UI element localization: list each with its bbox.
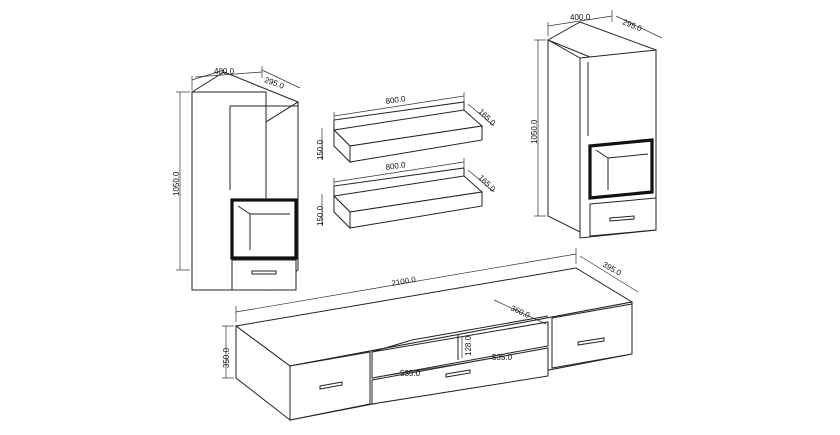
shelf-top-height-label: 150.0 bbox=[316, 139, 325, 160]
left-depth-line bbox=[261, 69, 301, 89]
tv-unit bbox=[234, 267, 634, 422]
tv-right-drawer-handle bbox=[577, 337, 605, 346]
left-height-label: 1050.0 bbox=[172, 171, 181, 196]
shelf-bottom-back bbox=[333, 167, 465, 196]
tv-depth-line bbox=[579, 255, 639, 293]
right-width-line bbox=[547, 15, 613, 27]
left-cabinet-drawer bbox=[231, 259, 297, 291]
tv-depth-label: 395.0 bbox=[601, 260, 623, 278]
shelf-bottom bbox=[332, 167, 484, 230]
shelf-top bbox=[332, 101, 484, 164]
left-width-line bbox=[194, 71, 263, 78]
right-depth-label: 295.0 bbox=[621, 18, 643, 34]
left-drawer-handle bbox=[251, 270, 277, 275]
tv-drawer-right-line bbox=[457, 347, 549, 365]
tv-inner-height-label: 128.0 bbox=[464, 335, 473, 356]
shelf-top-front bbox=[349, 125, 483, 163]
tv-width-label: 2100.0 bbox=[391, 275, 417, 288]
shelf-top-width-line bbox=[333, 95, 465, 117]
shelf-top-back bbox=[333, 101, 465, 130]
right-cabinet bbox=[546, 21, 658, 239]
tv-unit-right-drawer bbox=[551, 303, 633, 369]
tv-unit-left-drawer bbox=[289, 351, 371, 421]
tv-drawer-left-label: 535.0 bbox=[400, 369, 421, 378]
right-cabinet-side bbox=[547, 39, 581, 233]
shelf-bottom-width-line bbox=[333, 161, 465, 183]
shelf-bottom-width-label: 800.0 bbox=[385, 160, 407, 172]
right-drawer-handle bbox=[609, 215, 635, 222]
shelf-bottom-depth-line bbox=[467, 169, 495, 193]
tv-unit-open-shelf bbox=[371, 321, 549, 379]
tv-open-shelf-back bbox=[371, 315, 549, 353]
tv-drawer-right-label: 535.0 bbox=[492, 353, 513, 362]
tv-left-drawer-handle bbox=[319, 381, 343, 390]
tv-drawer-left-line bbox=[371, 363, 459, 379]
tv-inner-depth-line bbox=[493, 299, 547, 325]
left-depth-label: 295.0 bbox=[263, 75, 285, 90]
right-depth-line bbox=[615, 15, 663, 39]
tv-center-drawer-handle bbox=[445, 369, 471, 378]
left-width-label: 400.0 bbox=[214, 67, 235, 76]
tv-unit-dims: 2100.0 395.0 350.0 360.0 128.0 535.0 535… bbox=[222, 248, 639, 379]
tv-height-label: 350.0 bbox=[222, 347, 231, 368]
shelf-top-width-label: 800.0 bbox=[385, 94, 407, 106]
shelf-bottom-height-label: 150.0 bbox=[316, 205, 325, 226]
left-cabinet bbox=[190, 71, 300, 291]
tv-width-line bbox=[235, 253, 577, 313]
right-cabinet-open-frame bbox=[588, 138, 654, 200]
shelf-bottom-front bbox=[349, 191, 483, 229]
right-height-label: 1050.0 bbox=[530, 119, 539, 144]
shelf-top-depth-line bbox=[467, 103, 495, 127]
left-width-dim-line bbox=[191, 69, 225, 81]
right-width-label: 400.0 bbox=[570, 13, 591, 22]
